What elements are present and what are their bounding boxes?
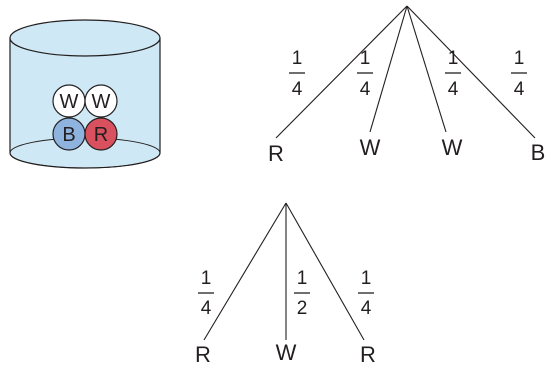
tree-top-prob-2-denominator: 4 [360,79,371,100]
jar-top-rim [9,19,161,57]
tree-top-edge-3 [406,5,447,133]
tree-bottom-prob-3-numerator: 1 [361,268,372,289]
tree-top-outcome-4: B [531,140,546,165]
tree-bottom-prob-3-denominator: 4 [361,298,372,319]
tree-bottom-prob-2: 1 2 [294,268,310,319]
tree-top-outcome-3: W [442,135,463,160]
tree-top-edge-4 [406,5,536,139]
ball-w1-label: W [60,91,79,113]
ball-r: R [84,117,118,151]
tree-top-prob-2-numerator: 1 [360,48,371,69]
ball-w1: W [52,84,86,118]
tree-top-outcome-2: W [360,135,381,160]
tree-bottom-prob-1-numerator: 1 [201,268,212,289]
ball-w2-circle [84,84,118,118]
tree-top-prob-3-numerator: 1 [448,48,459,69]
tree-top-prob-1: 1 4 [289,48,305,100]
tree-bottom: 1 4 1 2 1 4 R W R [195,202,376,367]
tree-top-outcome-1: R [268,141,284,166]
tree-bottom-outcome-3: R [360,342,376,367]
tree-bottom-prob-3: 1 4 [358,268,374,319]
tree-top-edge-1 [275,5,408,139]
tree-bottom-prob-1: 1 4 [198,268,214,319]
tree-top-prob-1-denominator: 4 [292,79,303,100]
tree-top-prob-3: 1 4 [445,48,461,100]
tree-top-edge-2 [369,5,408,133]
tree-bottom-prob-2-denominator: 2 [297,298,308,319]
tree-bottom-edge-1 [203,202,287,341]
tree-top-prob-2: 1 4 [357,48,373,100]
tree-top-prob-4-numerator: 1 [514,48,525,69]
ball-w2-label: W [92,91,111,113]
ball-b-label: B [62,124,75,146]
tree-bottom-prob-2-numerator: 1 [297,268,308,289]
tree-top-prob-4-denominator: 4 [514,79,525,100]
jar: W W B R [9,19,161,169]
tree-top: 1 4 1 4 1 4 1 4 R W W B [268,5,546,166]
tree-bottom-outcome-1: R [195,342,211,367]
ball-b: B [52,117,86,151]
tree-bottom-edge-3 [285,202,365,341]
tree-top-prob-4: 1 4 [511,48,527,100]
ball-w2: W [84,84,118,118]
tree-top-prob-1-numerator: 1 [292,48,303,69]
ball-r-label: R [94,124,108,146]
tree-bottom-prob-1-denominator: 4 [201,298,212,319]
tree-top-prob-3-denominator: 4 [448,79,459,100]
ball-r-circle [84,117,118,151]
tree-bottom-outcome-2: W [276,340,297,365]
